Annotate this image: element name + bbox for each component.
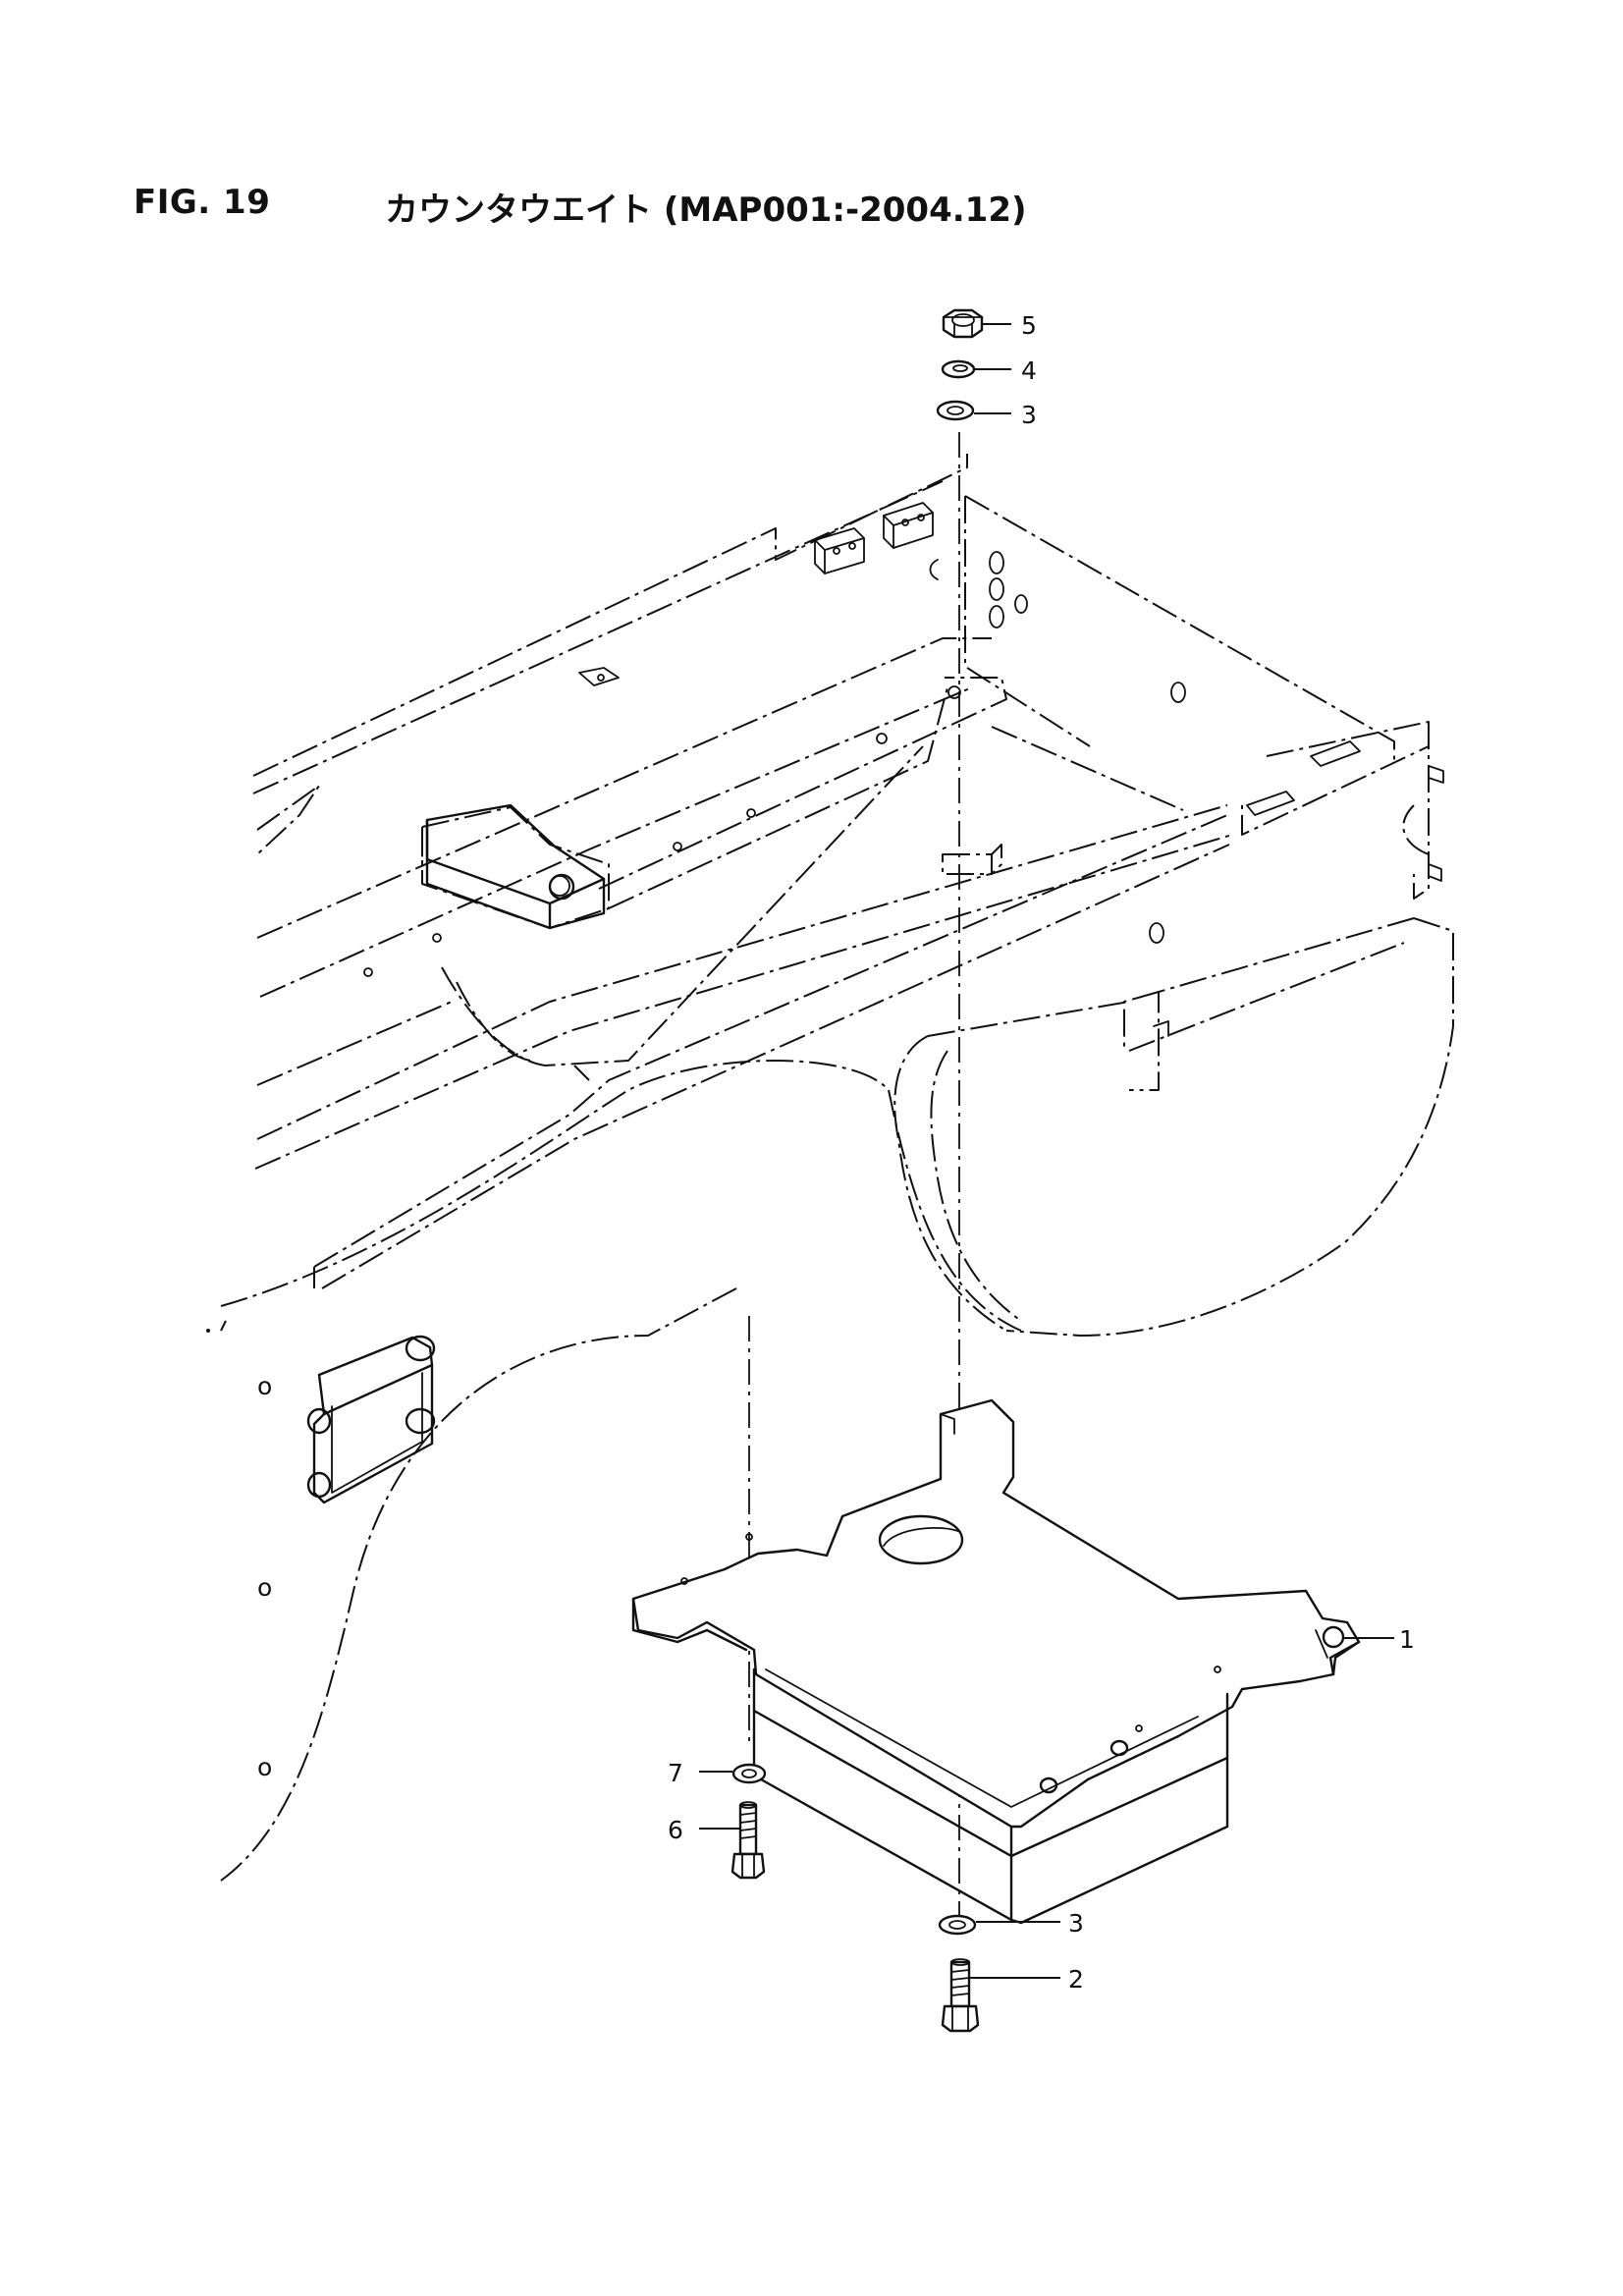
frame-bracket [425, 803, 606, 930]
figure-header: FIG. 19 カウンタウエイト (MAP001:-2004.12) [134, 183, 1410, 242]
callout-1: 1 [1399, 1625, 1415, 1654]
side-mark-1: o [257, 1372, 272, 1400]
side-mark-3: o [257, 1753, 272, 1781]
callout-7: 7 [668, 1759, 683, 1787]
spring-washer-part-4 [941, 359, 976, 379]
counterweight-plate-part-1 [631, 1398, 1361, 1925]
hex-nut-part-5 [942, 308, 984, 339]
callout-2: 2 [1068, 1965, 1084, 1994]
figure-title: カウンタウエイト (MAP001:-2004.12) [385, 191, 1027, 230]
hex-bolt-part-6 [730, 1801, 766, 1880]
callout-6: 6 [668, 1816, 683, 1844]
callout-3-top: 3 [1021, 401, 1037, 429]
flat-washer-part-3-bottom [938, 1914, 977, 1936]
flat-washer-part-3-top [936, 400, 975, 421]
side-mark-2: o [257, 1573, 272, 1602]
flat-washer-part-7 [731, 1763, 767, 1784]
callouts: 5 4 3 1 7 6 3 2 [668, 311, 1415, 1994]
side-panel-ports: o o o [206, 1329, 436, 1781]
callout-5-top: 5 [1021, 311, 1037, 340]
callout-3-bottom: 3 [1068, 1909, 1084, 1938]
hex-bolt-part-2 [941, 1958, 980, 2033]
figure-number: FIG. 19 [134, 183, 271, 222]
callout-4-top: 4 [1021, 356, 1037, 385]
machine-frame-phantom [220, 454, 1454, 1882]
